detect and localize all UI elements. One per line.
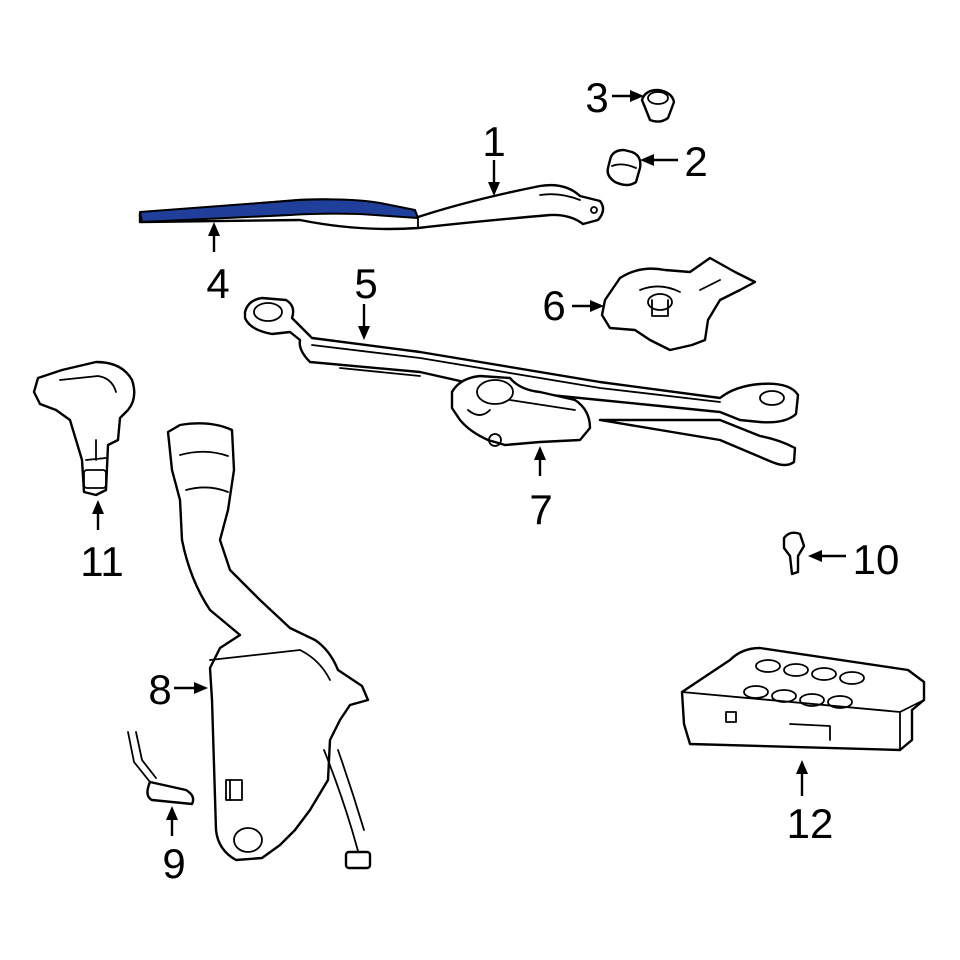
- nut[interactable]: [640, 88, 676, 123]
- callout-12: 12: [787, 800, 834, 847]
- callout-5: 5: [354, 260, 377, 307]
- callout-4: 4: [206, 260, 229, 307]
- callout-2: 2: [684, 138, 707, 185]
- callout-1: 1: [482, 118, 505, 165]
- wiper-motor[interactable]: [450, 374, 592, 447]
- wiper-blade[interactable]: [139, 198, 419, 223]
- callout-6: 6: [542, 282, 565, 329]
- wiper-linkage[interactable]: [243, 296, 800, 467]
- callout-3: 3: [585, 74, 608, 121]
- mount-bracket[interactable]: [600, 256, 757, 352]
- callout-7: 7: [529, 486, 552, 533]
- washer-pump[interactable]: [32, 360, 136, 497]
- push-pin[interactable]: [782, 531, 806, 576]
- level-sensor[interactable]: [127, 731, 195, 806]
- leader-lines: [92, 90, 846, 836]
- callout-10: 10: [853, 536, 900, 583]
- callout-numbers: 1 2 3 4 5 6 7 8 9 10 11 12: [80, 74, 899, 887]
- callout-9: 9: [162, 840, 185, 887]
- cap[interactable]: [606, 148, 642, 187]
- callout-11: 11: [80, 538, 124, 585]
- callout-8: 8: [148, 666, 171, 713]
- washer-reservoir[interactable]: [166, 422, 372, 870]
- control-module[interactable]: [680, 646, 926, 752]
